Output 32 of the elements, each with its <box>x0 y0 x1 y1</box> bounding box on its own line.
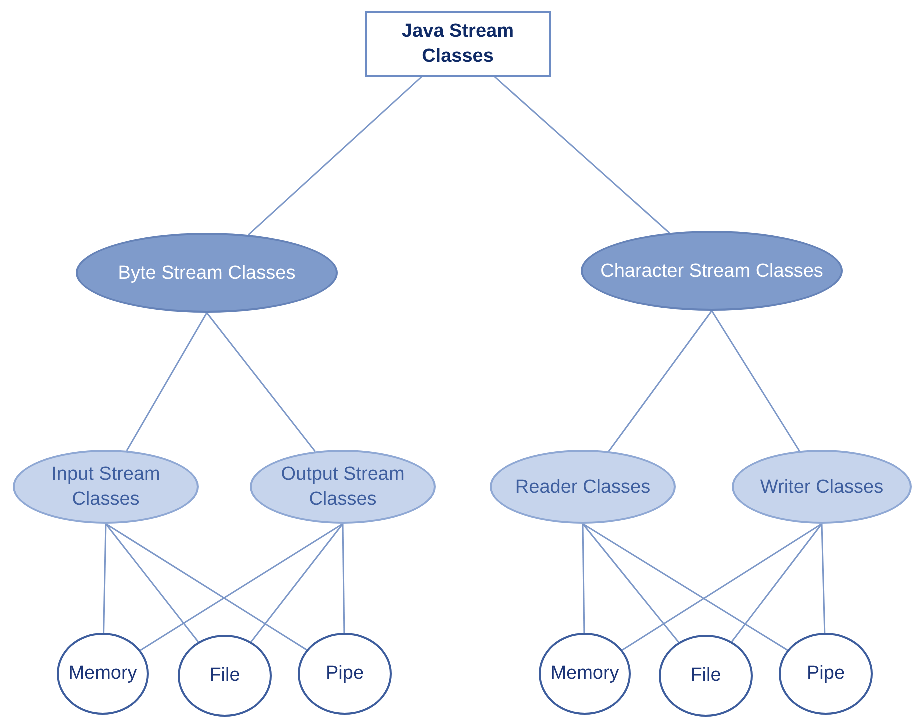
connector-line <box>105 524 200 643</box>
node-label: Java Stream Classes <box>401 20 515 69</box>
node-label: Input Stream Classes <box>50 463 162 512</box>
node-label: Memory <box>68 662 138 686</box>
node-label: Pipe <box>806 662 846 686</box>
connector-line <box>494 76 670 234</box>
connector-line <box>140 523 344 652</box>
connector-line <box>342 524 346 634</box>
connector-line <box>103 524 107 634</box>
title-box <box>365 11 551 77</box>
connector-line <box>248 76 422 236</box>
connector-line <box>622 523 822 651</box>
node-label: Memory <box>550 662 620 686</box>
connector-line <box>582 523 788 651</box>
node-label: Output Stream Classes <box>280 463 406 512</box>
node-label: File <box>208 664 242 688</box>
node-label: Pipe <box>324 662 366 686</box>
connector-line <box>106 523 308 651</box>
node-label: Reader Classes <box>514 476 652 500</box>
connector-line <box>206 312 316 452</box>
connector-line <box>582 524 586 634</box>
connector-line <box>126 312 208 452</box>
connector-line <box>582 524 680 643</box>
connector-line <box>821 524 826 634</box>
node-label: Writer Classes <box>759 476 885 500</box>
node-label: Character Stream Classes <box>600 260 824 284</box>
connector-line <box>608 310 713 452</box>
connector-line <box>250 524 344 643</box>
connector-line <box>711 310 800 452</box>
node-label: Byte Stream Classes <box>117 262 297 286</box>
node-label: File <box>690 664 722 688</box>
connector-line <box>731 524 823 642</box>
